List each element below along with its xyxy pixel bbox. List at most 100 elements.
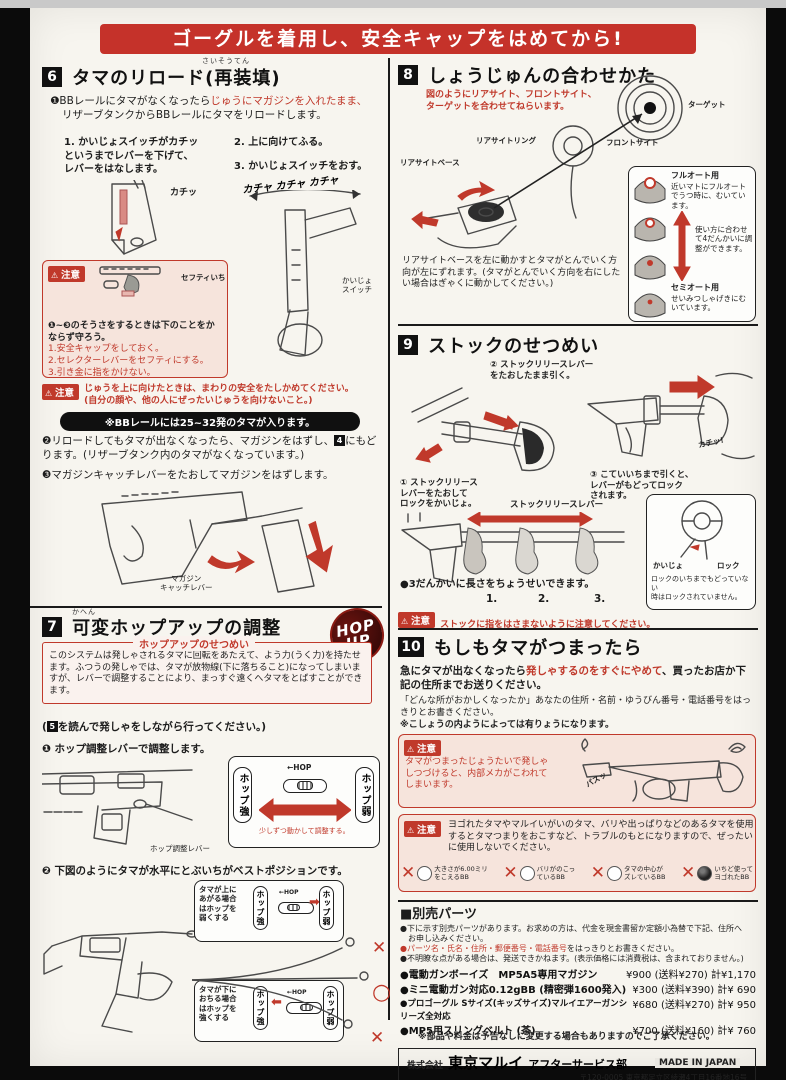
hop-lever-illustration (42, 769, 193, 845)
section-8-bottom-text: リアサイトベースを左に動かすとタマがとんでいく方向が左にずれます。(タマがとんで… (402, 256, 621, 290)
hop-slider (286, 1002, 322, 1014)
hop-strong-label: ホップ強 (253, 886, 268, 930)
rear-sight-ring-label: リアサイトリング (476, 136, 536, 145)
left-arrow: ⬅ (271, 995, 282, 1010)
right-divider-1 (398, 324, 758, 326)
parts-note-1: ●下に示す別売パーツがあります。お求めの方は、代金を現金書留か定額小為替で下記、… (400, 924, 743, 943)
full-auto-title: フルオート用 (671, 171, 719, 180)
hop-direction-label: ←HOP (287, 763, 312, 772)
ng-item-1: ✕大きさが6.00ミリ をこえるBB (401, 863, 488, 883)
hop-explain-text: このシステムは発しゃされるタマに回転をあたえて、よう力(うく力)を持たせます。ふ… (49, 651, 363, 697)
hop-slider (278, 902, 314, 914)
section-9-header: 9 ストックのせつめい (398, 332, 599, 358)
section-10-header: 10 もしもタマがつまったら (398, 634, 642, 660)
section-10-title: もしもタマがつまったら (434, 638, 643, 659)
section-8-number: 8 (398, 65, 418, 85)
hop-up-callout: タマが上に あがる場合 はホップを 弱くする ホップ強 ←HOP ➡ ホップ弱 (194, 880, 344, 942)
section-10-p3: ※こしょうの内ようによっては有りょうになります。 (400, 720, 614, 730)
x-mark-high: ✕ (372, 938, 387, 958)
sight-drum-inset: フルオート用 近いマトにフルオートでうつ時に、むいています。 使い方に合わせて4… (628, 166, 756, 322)
manual-page: ゴーグルを着用し、安全キャップをはめてから! 6 タマのリロード(再装填) さい… (30, 8, 766, 1080)
hop-strong-label: ホップ強 (253, 986, 268, 1030)
stock-callout-1: ① ストックリリース レバーをたおして ロックをかいじょ。 (400, 478, 478, 510)
bb-icon (607, 865, 622, 881)
kachi-sfx: カチッ (170, 188, 198, 198)
section-9-caution: 注意 ストックに指をはさまないように注意してください。 (398, 612, 655, 632)
hop-explain-title: ホップアップのせつめい (133, 636, 255, 651)
stock-lock-illustration (587, 372, 755, 460)
full-auto-text: 近いマトにフルオートでうつ時に、むいています。 (671, 182, 746, 210)
position-2: 2. (538, 593, 550, 605)
hop-hint: 少しずつ動かして調整する。 (259, 827, 350, 835)
ball-drops-note: タマが下に おちる場合 はホップを 強くする (199, 985, 237, 1023)
bad-bb-examples: ✕大きさが6.00ミリ をこえるBB ✕バリがのこっ ているBB ✕タマの中心が… (401, 863, 753, 883)
hop-weak-label: ホップ弱 (323, 986, 338, 1030)
jam-caution-text: タマがつまったじょうたいで発しゃ しつづけると、内部メカがこわれて しまいます。 (405, 757, 549, 791)
release-switch-label: かいじょ スイッチ (342, 276, 372, 295)
parts-item-3: ●プロゴーグル Sサイズ(キッズサイズ)マルイエアーガンシリーズ全対応¥680 … (400, 999, 756, 1022)
bb-capacity-pill: ※BBレールには25~32発のタマが入ります。 (60, 412, 360, 431)
section-6-ruby: さいそうてん (202, 57, 250, 65)
photo-edge (0, 0, 786, 8)
safety-banner: ゴーグルを着用し、安全キャップをはめてから! (100, 24, 696, 54)
mag-catch-label: マガジン キャッチレバー (160, 574, 213, 593)
jam-caution-box: 注意 タマがつまったじょうたいで発しゃ しつづけると、内部メカがこわれて しまい… (398, 734, 756, 808)
parts-note-3: ●不明瞭な点がある場合は、発送できかねます。(表示価格には消費税は、含まれており… (400, 954, 744, 963)
unlock-label: かいじょ (653, 561, 683, 570)
position-1: 1. (486, 593, 498, 605)
section-9-note: ●3だんかいに長さをちょうせいできます。 (400, 579, 595, 590)
hop-direction-label: ←HOP (279, 889, 299, 896)
range-note: 使い方に合わせて4だんかいに調整ができます。 (695, 225, 753, 253)
section-6-step1: ❶BBレールにタマがなくなったらじゅうにマガジンを入れたまま、リザーブタンクから… (50, 95, 368, 122)
column-divider (388, 58, 390, 1020)
parts-list: ●電動ガンボーイズ MP5A5専用マガジン¥900 (送料¥270) 計¥1,1… (400, 968, 756, 1039)
company-prefix: 株式会社 (407, 1061, 444, 1071)
hop-strong-label: ホップ強 (233, 767, 252, 823)
sight-drums-illustration (634, 177, 666, 318)
caution-item-2: 2.セレクターレバーをセフティにする。 (48, 356, 209, 367)
stock-release-illustration (411, 387, 555, 472)
caution-item-1: 1.安全キャップをしておく。 (48, 344, 165, 355)
section-4-ref: 4 (334, 435, 346, 446)
bad-bb-text: ヨゴれたタマやマルイいがいのタマ、バリや出っぱりなどのあるタマを使用するとタマつ… (448, 820, 754, 854)
shooter-illustration (43, 930, 198, 1033)
hop-explain-box: ホップアップのせつめい このシステムは発しゃされるタマに回転をあたえて、よう力(… (42, 636, 372, 704)
jam-gun-illustration (581, 738, 746, 802)
stock-callout-2: ② ストックリリースレバー をたおしたまま引く。 (490, 360, 594, 381)
section-6-title: タマのリロード(再装填) (72, 68, 281, 89)
front-sight-label: フロントサイト (606, 138, 659, 147)
position-3: 3. (594, 593, 606, 605)
section-5-ref: 5 (46, 721, 58, 732)
section-7-title: 可変ホップアップの調整 (72, 618, 282, 639)
caution-badge: 注意 (404, 821, 441, 837)
dirty-bb-icon (697, 865, 713, 881)
magazine-illustration (111, 180, 157, 255)
hop-arrow (259, 797, 351, 823)
stock-callout-3: ③ こていいちまで引くと、 レバーがもどってロック されます。 (590, 470, 694, 502)
trajectory-curves (192, 937, 369, 1029)
lock-label: ロック (717, 561, 740, 570)
ball-rises-note: タマが上に あがる場合 はホップを 弱くする (199, 885, 237, 923)
caution-item-3: 3.引き金に指をかけない。 (48, 367, 156, 378)
section-7-step1: ❶ ホップ調整レバーで調整します。 (42, 743, 211, 755)
safety-position-label: セフティいち (181, 273, 226, 282)
hop-lever-label: ホップ調整レバー (150, 844, 210, 853)
ng-item-3: ✕タマの中心が ズレているBB (590, 863, 666, 883)
section-10-number: 10 (398, 637, 424, 657)
ng-item-4: ✕いちど使って ヨゴれたBB (681, 863, 753, 883)
section-10-p2: 「どんな所がおかしくなったか」あなたの住所・名前・ゆうびん番号・電話番号をはっき… (400, 696, 752, 718)
parts-footnote: ※部品や料金は予告なしに変更する場合もありますのでご了承ください。 (418, 1032, 715, 1042)
made-in-japan: MADE IN JAPAN (655, 1058, 741, 1068)
right-divider-2 (398, 628, 758, 630)
caution-badge: 注意 (48, 266, 85, 282)
bad-bb-caution-box: 注意 ヨゴれたタマやマルイいがいのタマ、バリや出っぱりなどのあるタマを使用すると… (398, 814, 756, 892)
section-6-number: 6 (42, 67, 62, 87)
company-address: 〒120-0005 東京都足立区綾瀬4丁目16番地16号 (579, 1073, 747, 1080)
section-7-ruby: かへん (72, 608, 96, 616)
stock-lever-label: ストックリリースレバー (510, 500, 604, 510)
section-6-caution-box: 注意 セフティいち ❶~❸のそうさをするときは下のことをかならず守ろう。 1.安… (42, 260, 228, 378)
section-6-step3: ❸マガジンキャッチレバーをたおしてマガジンをはずします。 (42, 469, 334, 481)
parts-divider (398, 900, 758, 902)
